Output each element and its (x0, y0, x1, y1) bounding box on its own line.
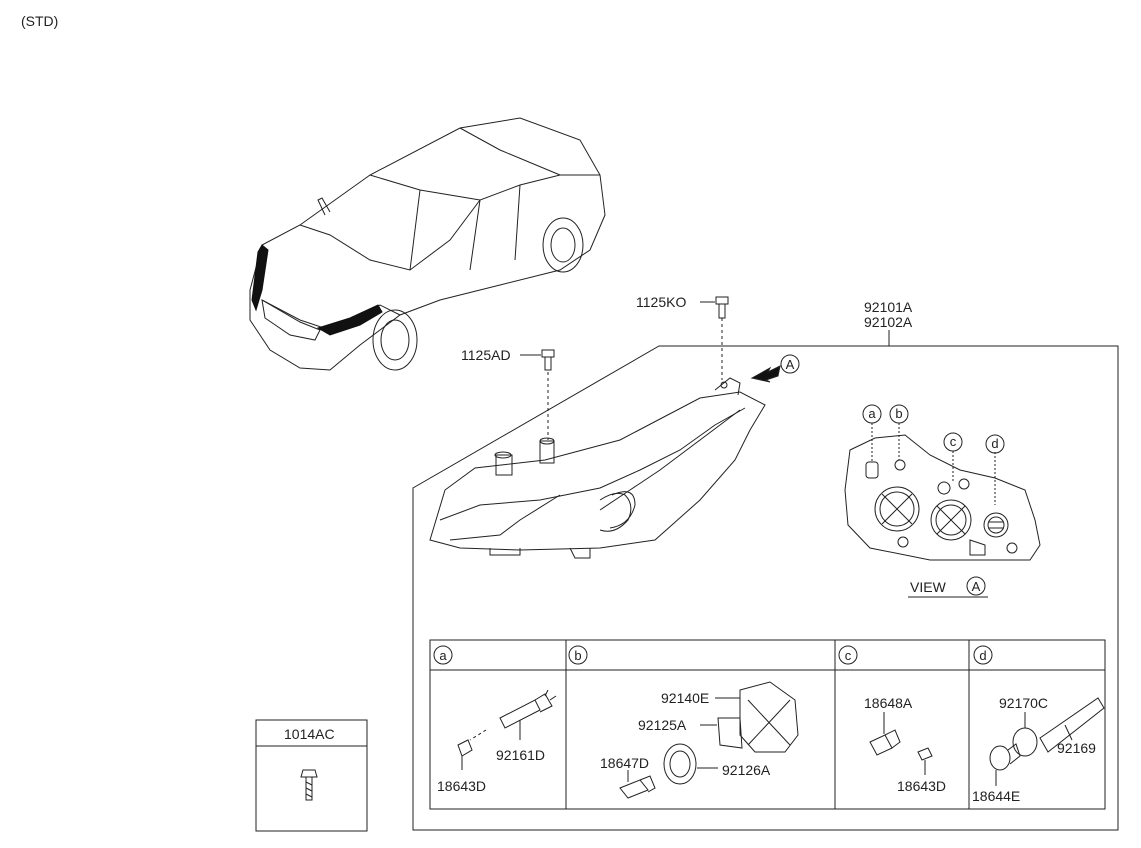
gasket-92126a (663, 743, 718, 785)
headlamp-rear-view (844, 423, 1041, 561)
part-label-92169: 92169 (1057, 740, 1096, 756)
socket-92169 (1039, 697, 1105, 753)
part-label-92140e: 92140E (661, 690, 710, 706)
cap-92140e (715, 681, 799, 753)
variant-label: (STD) (21, 13, 59, 29)
view-label: VIEW (910, 579, 946, 595)
part-label-92170c: 92170C (999, 695, 1049, 711)
callout-c-rear: c (950, 434, 957, 449)
box-b-key: b (574, 648, 581, 663)
part-label-18643d-a: 18643D (437, 778, 487, 794)
part-label-1125ko: 1125KO (636, 294, 687, 310)
bolt-1014ac (300, 769, 318, 801)
part-label-1014ac: 1014AC (284, 726, 335, 742)
headlamp-assembly (429, 377, 766, 559)
socket-92170c (1012, 712, 1038, 757)
bulb-18647d (619, 770, 656, 799)
callout-a-rear: a (868, 406, 876, 421)
bulb-18648a (869, 712, 901, 756)
part-label-18644e: 18644E (972, 788, 1021, 804)
socket-92161d (469, 689, 557, 741)
part-label-1125ad: 1125AD (461, 347, 511, 363)
bolt-1125ad (520, 349, 555, 371)
part-label-18647d: 18647D (600, 755, 650, 771)
box-c-key: c (845, 648, 852, 663)
bulb-18643d-c (917, 747, 933, 775)
view-arrow-marker: A (786, 357, 795, 372)
part-label-92101a: 92101A (864, 299, 913, 315)
callout-b-rear: b (895, 406, 902, 421)
part-label-92102a: 92102A (864, 314, 913, 330)
view-marker: A (972, 579, 981, 594)
bulb-18644e (989, 743, 1021, 786)
part-label-92125a: 92125A (638, 717, 687, 733)
car-illustration (249, 117, 606, 371)
part-label-18648a: 18648A (864, 695, 913, 711)
bulb-18643d (457, 739, 473, 770)
seal-92125a (700, 717, 743, 749)
box-d-key: d (979, 648, 986, 663)
screw-1125ko (700, 296, 729, 319)
box-a-key: a (439, 648, 447, 663)
part-label-18643d-c: 18643D (897, 778, 947, 794)
part-label-92126a: 92126A (722, 762, 771, 778)
part-label-92161d: 92161D (496, 747, 546, 763)
callout-d-rear: d (991, 436, 998, 451)
